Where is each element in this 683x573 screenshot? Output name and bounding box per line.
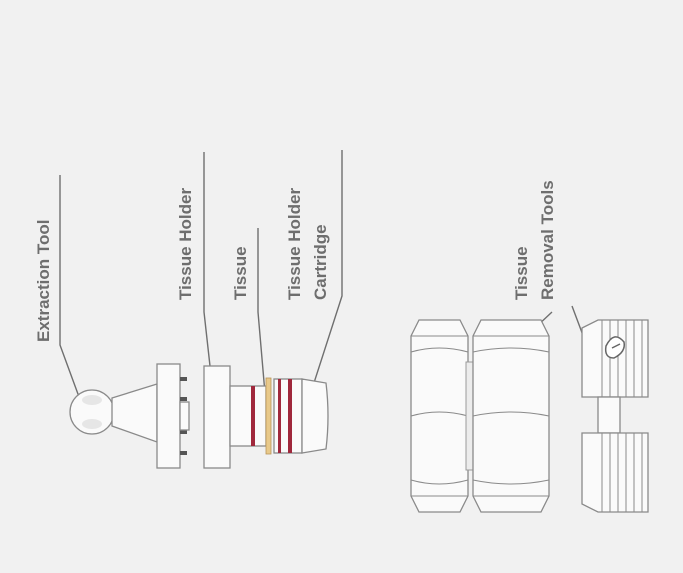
tissue-holder — [203, 365, 267, 469]
extraction-tool — [69, 363, 190, 469]
label-tissue-holder-cartridge-line1: Tissue Holder — [285, 188, 304, 300]
hook-icon — [604, 336, 626, 359]
label-tissue-removal-tools-line1: Tissue — [512, 246, 531, 300]
tissue-disc — [265, 377, 272, 455]
sponge-block-right — [472, 319, 550, 513]
tissue-holder-cartridge — [273, 378, 329, 454]
label-tissue-holder: Tissue Holder — [176, 188, 195, 300]
removal-rod — [581, 319, 649, 513]
leader-tissue-holder-cartridge — [301, 150, 343, 421]
label-tissue-holder-cartridge-line2: Cartridge — [311, 224, 330, 300]
label-tissue-removal-tools-line2: Removal Tools — [538, 180, 557, 300]
leader-tissue-holder — [203, 152, 212, 376]
sponge-block-left — [410, 319, 469, 513]
label-tissue: Tissue — [231, 246, 250, 300]
leader-extraction-tool — [59, 175, 83, 406]
label-extraction-tool: Extraction Tool — [34, 220, 53, 342]
leader-tissue — [257, 228, 267, 406]
